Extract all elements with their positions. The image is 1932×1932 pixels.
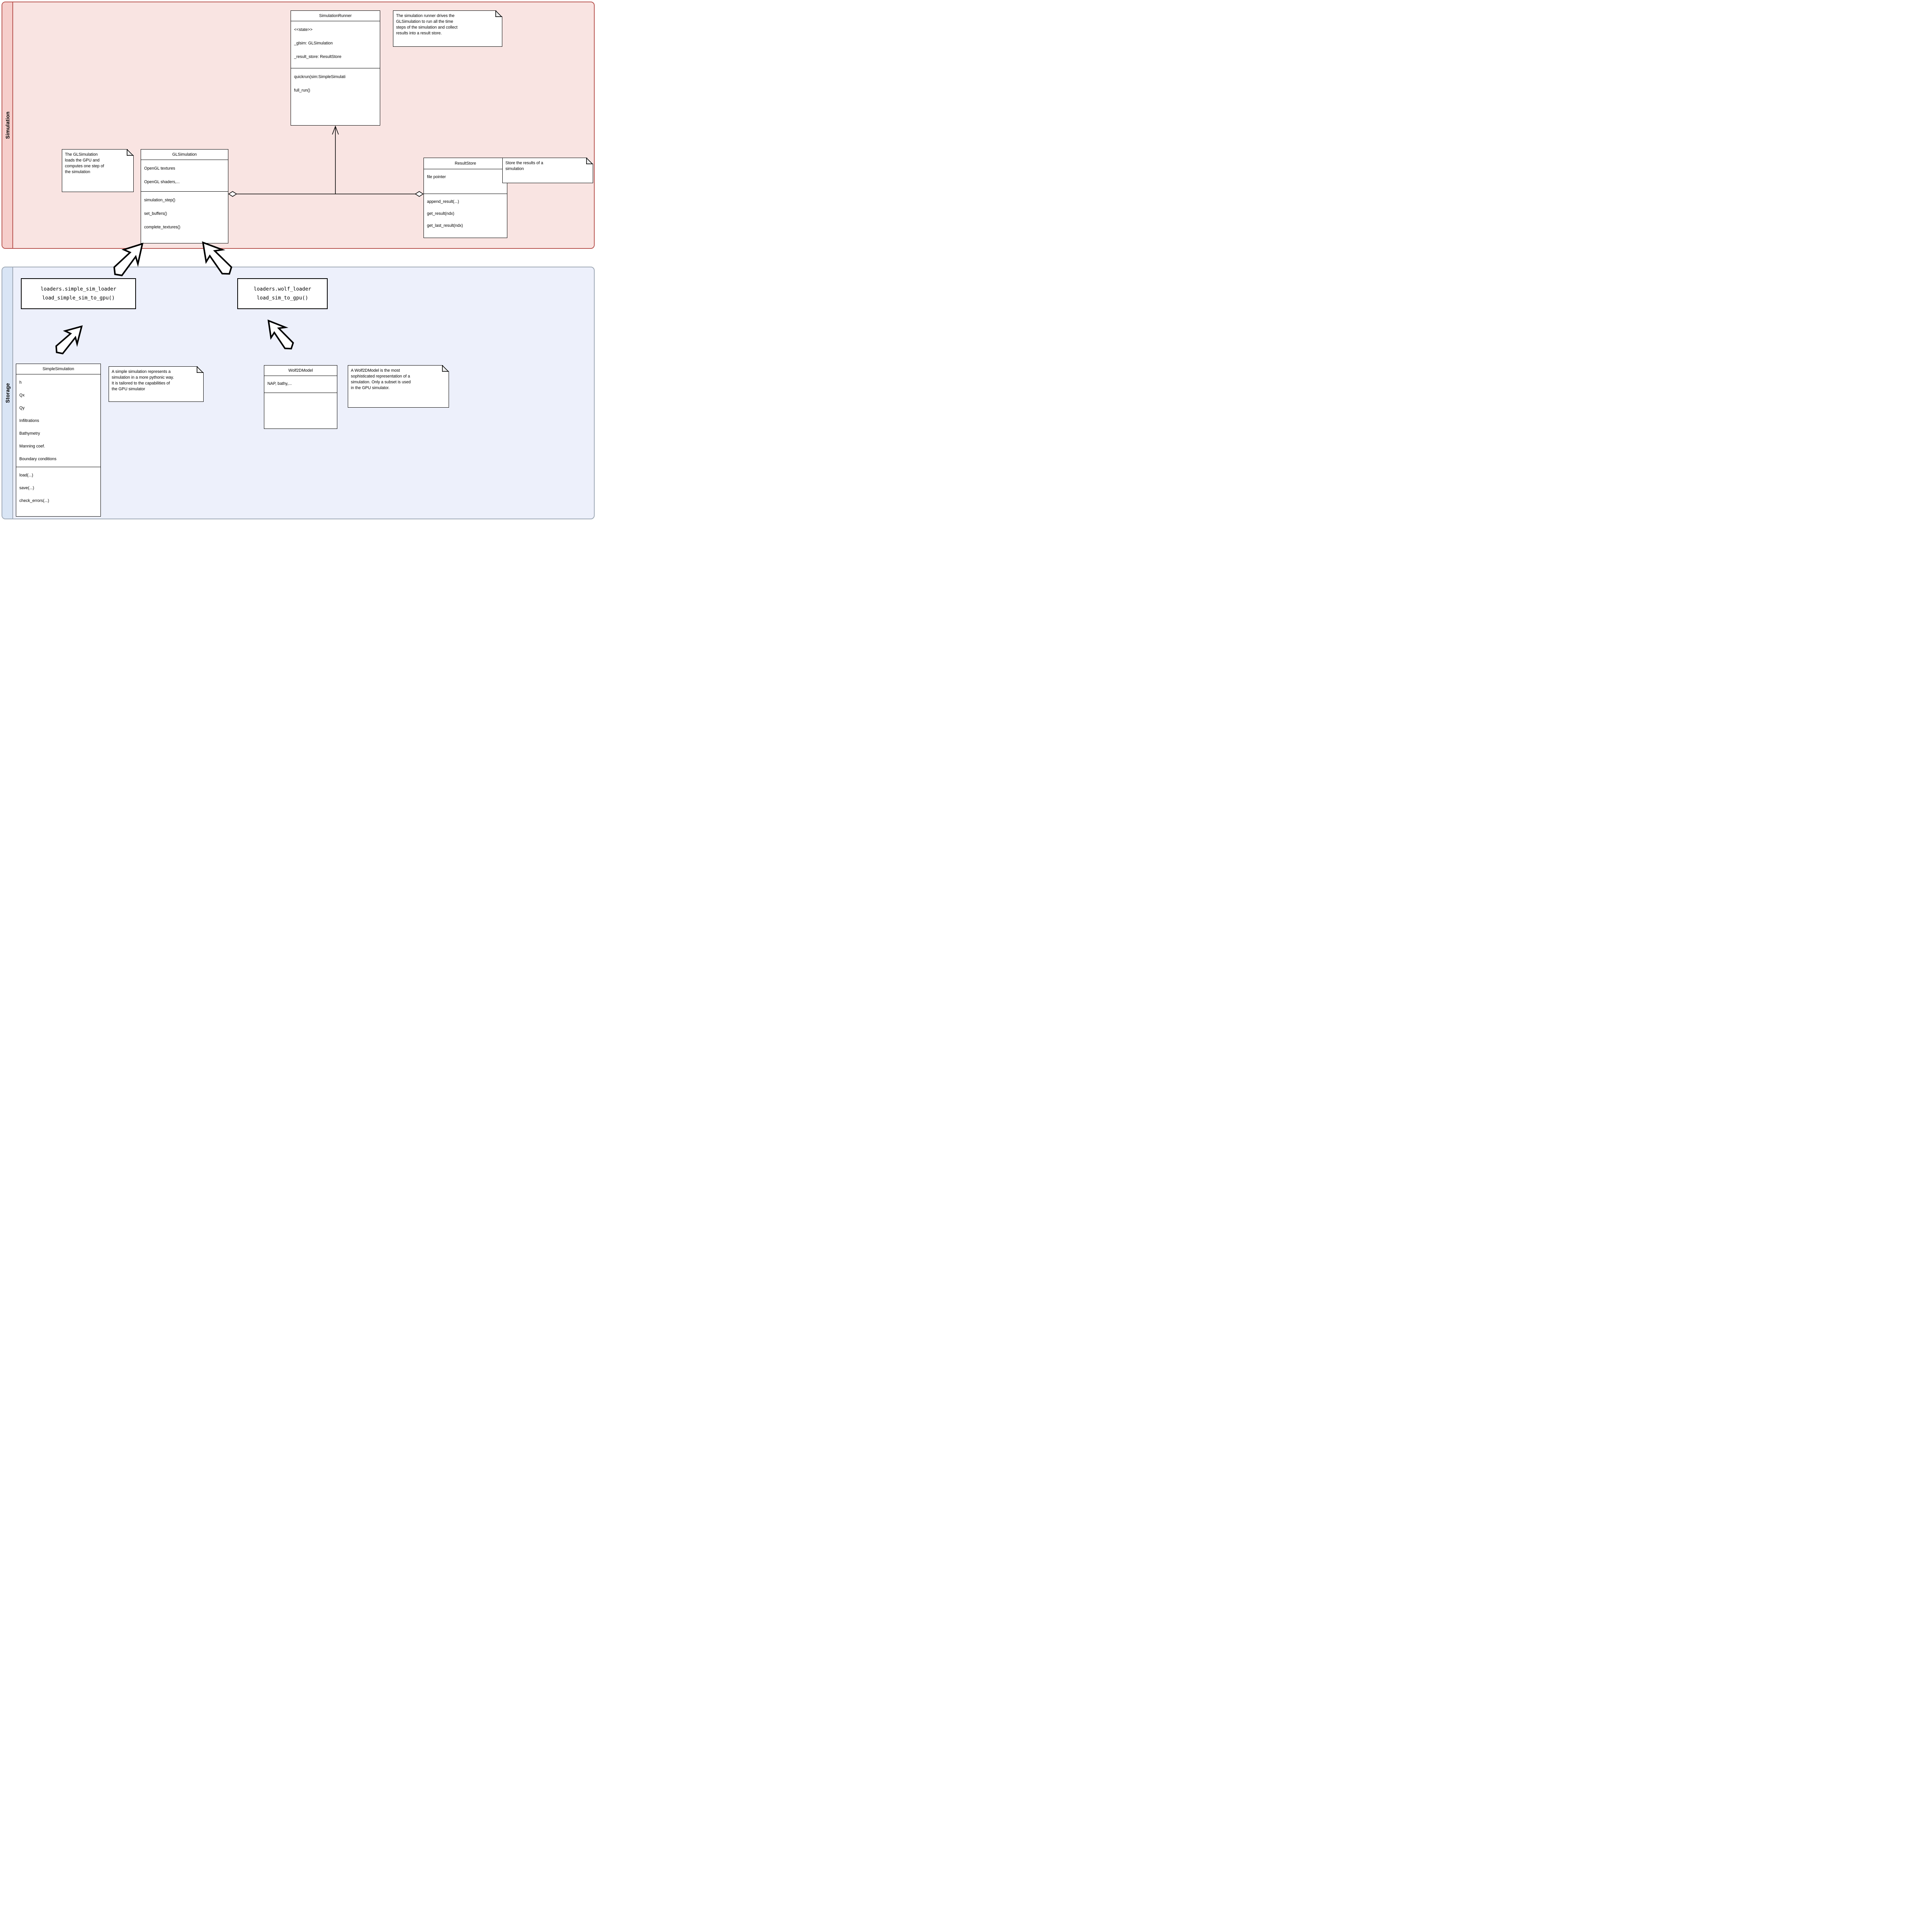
note-text: Store the results of a simulation: [505, 161, 543, 171]
note-fold-icon: [495, 10, 502, 17]
class-simple-simulation: SimpleSimulation h Qx Qy Infiltrations B…: [16, 364, 101, 517]
attribute: <<state>>: [294, 27, 313, 32]
method: append_result(...): [427, 199, 459, 204]
class-gl-simulation: GLSimulation OpenGL textures OpenGL shad…: [141, 149, 228, 243]
method: load(...): [19, 473, 33, 478]
class-attributes: <<state>> _glsim: GLSimulation _result_s…: [291, 21, 380, 68]
attribute: OpenGL textures: [144, 166, 175, 171]
attribute: Qx: [19, 393, 25, 398]
lane-storage-label: Storage: [5, 383, 11, 403]
method: get_result(ndx): [427, 211, 454, 216]
method: simulation_step(): [144, 198, 175, 202]
note-result-store: Store the results of a simulation: [502, 157, 594, 183]
attribute: h: [19, 380, 22, 385]
module-function: load_sim_to_gpu(): [257, 295, 308, 301]
attribute: _glsim: GLSimulation: [294, 41, 333, 46]
module-function: load_simple_sim_to_gpu(): [42, 295, 115, 301]
method: complete_textures(): [144, 225, 180, 230]
note-text: The simulation runner drives the GLSimul…: [396, 14, 457, 36]
module-name: loaders.simple_sim_loader: [41, 286, 116, 292]
note-gl-simulation: The GLSimulation loads the GPU and compu…: [62, 149, 134, 192]
class-attributes: file pointer: [424, 169, 507, 194]
class-title: SimpleSimulation: [16, 364, 100, 374]
attribute: Boundary conditions: [19, 457, 56, 461]
note-wolf2d-model: A Wolf2DModel is the most sophisticated …: [348, 365, 449, 408]
attribute: _result_store: ResultStore: [294, 54, 342, 59]
class-methods: simulation_step() set_buffers() complete…: [141, 192, 228, 243]
method: full_run(): [294, 88, 310, 93]
attribute: Qy: [19, 406, 25, 410]
method: check_errors(...): [19, 498, 49, 503]
attribute: file pointer: [427, 175, 446, 179]
lane-simulation-label: Simulation: [5, 111, 11, 139]
method: get_last_result(ndx): [427, 223, 463, 228]
attribute: NAP, bathy,...: [267, 381, 292, 386]
class-title: Wolf2DModel: [264, 366, 337, 376]
method: set_buffers(): [144, 211, 167, 216]
note-fold-icon: [197, 366, 203, 373]
class-title: ResultStore: [424, 158, 507, 169]
module-simple-sim-loader: loaders.simple_sim_loader load_simple_si…: [21, 278, 136, 309]
note-fold-icon: [442, 365, 449, 372]
note-text: A simple simulation represents a simulat…: [112, 369, 174, 391]
class-methods: load(...) save(...) check_errors(...): [16, 467, 100, 516]
uml-diagram: Simulation Storage SimulationRunner <<st…: [0, 0, 597, 520]
class-simulation-runner: SimulationRunner <<state>> _glsim: GLSim…: [291, 10, 380, 126]
class-result-store: ResultStore file pointer append_result(.…: [423, 158, 507, 238]
method: save(...): [19, 486, 34, 490]
note-fold-icon: [586, 158, 593, 164]
attribute: Bathymetry: [19, 431, 40, 436]
class-attributes: OpenGL textures OpenGL shaders,...: [141, 160, 228, 192]
note-text: A Wolf2DModel is the most sophisticated …: [351, 368, 411, 390]
note-simple-simulation: A simple simulation represents a simulat…: [109, 366, 204, 402]
class-wolf2d-model: Wolf2DModel NAP, bathy,...: [264, 365, 337, 429]
class-methods-empty: [264, 393, 337, 429]
module-name: loaders.wolf_loader: [253, 286, 311, 292]
module-wolf-loader: loaders.wolf_loader load_sim_to_gpu(): [237, 278, 328, 309]
lane-simulation-title-strip: Simulation: [2, 2, 13, 248]
class-attributes: NAP, bathy,...: [264, 376, 337, 393]
attribute: OpenGL shaders,...: [144, 180, 180, 184]
class-methods: append_result(...) get_result(ndx) get_l…: [424, 194, 507, 238]
attribute: Infiltrations: [19, 418, 39, 423]
class-methods: quickrun(sim:SimpleSimulati full_run(): [291, 68, 380, 125]
class-attributes: h Qx Qy Infiltrations Bathymetry Manning…: [16, 374, 100, 467]
note-fold-icon: [127, 149, 133, 156]
attribute: Manning coef.: [19, 444, 45, 449]
class-title: SimulationRunner: [291, 11, 380, 21]
lane-storage-title-strip: Storage: [2, 267, 13, 519]
note-text: The GLSimulation loads the GPU and compu…: [65, 152, 104, 174]
class-title: GLSimulation: [141, 150, 228, 160]
note-simulation-runner: The simulation runner drives the GLSimul…: [393, 10, 503, 47]
method: quickrun(sim:SimpleSimulati: [294, 75, 346, 79]
